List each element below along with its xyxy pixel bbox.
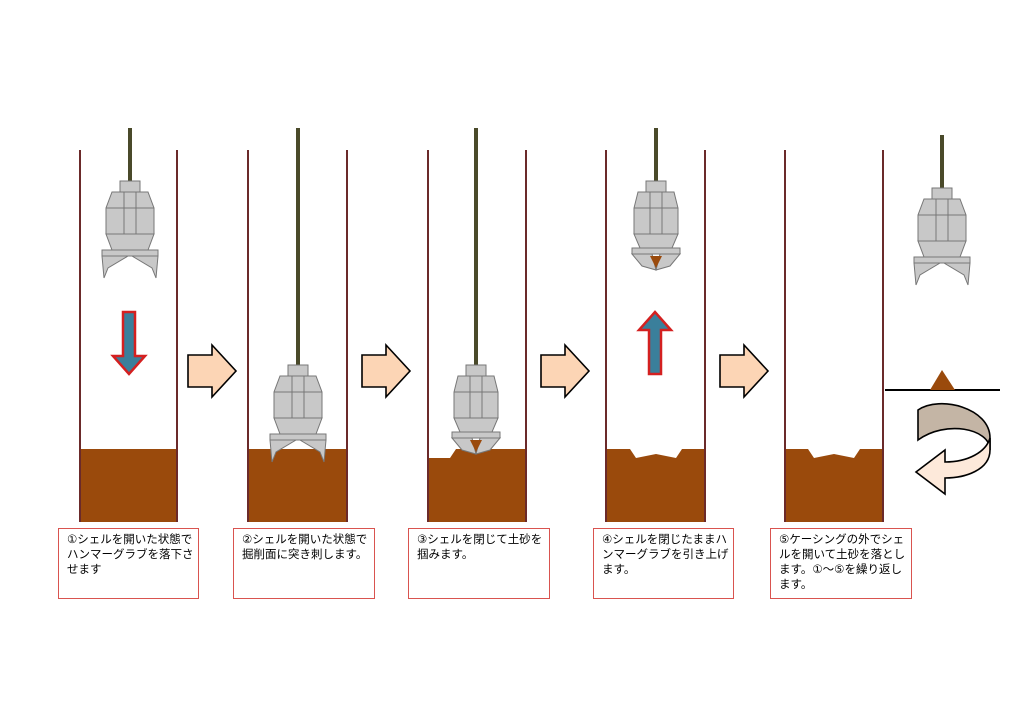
step-2-hammer-grab xyxy=(268,310,328,464)
step-3-hammer-grab xyxy=(450,310,502,456)
step-arrow-3-icon xyxy=(540,344,590,398)
step-4-up-arrow-icon xyxy=(636,310,674,376)
step-1-down-arrow-icon xyxy=(110,310,148,376)
step-4-casing xyxy=(605,150,706,522)
step-5-hammer-grab xyxy=(912,133,972,287)
soil xyxy=(606,449,705,522)
step-4-hammer-grab xyxy=(630,126,682,272)
step-4-caption-text: ④シェルを閉じたままハンマーグラブを引き上げます。 xyxy=(602,532,729,576)
step-1-caption: ①シェルを開いた状態でハンマーグラブを落下させます xyxy=(58,528,199,599)
step-3-casing xyxy=(427,150,527,522)
step-2-caption: ②シェルを開いた状態で掘削面に突き刺します。 xyxy=(233,528,375,599)
step-2-caption-text: ②シェルを開いた状態で掘削面に突き刺します。 xyxy=(242,532,368,561)
step-4-caption: ④シェルを閉じたままハンマーグラブを引き上げます。 xyxy=(593,528,734,599)
step-5-caption: ⑤ケーシングの外でシェルを開いて土砂を落とします。①～⑤を繰り返します。 xyxy=(770,528,912,599)
step-1-casing xyxy=(79,150,178,522)
step-5-casing xyxy=(784,150,884,522)
step-1-caption-text: ①シェルを開いた状態でハンマーグラブを落下させます xyxy=(67,532,194,576)
step-3-caption-text: ③シェルを閉じて土砂を掴みます。 xyxy=(417,532,543,561)
soil xyxy=(248,449,347,522)
step-5-caption-text: ⑤ケーシングの外でシェルを開いて土砂を落とします。①～⑤を繰り返します。 xyxy=(779,532,906,591)
step-arrow-4-icon xyxy=(719,344,769,398)
step-1-hammer-grab xyxy=(100,126,160,280)
step-3-caption: ③シェルを閉じて土砂を掴みます。 xyxy=(408,528,550,599)
soil xyxy=(428,449,526,522)
step-arrow-2-icon xyxy=(361,344,411,398)
dumped-soil-pile xyxy=(930,370,955,390)
soil xyxy=(80,449,177,522)
step-arrow-1-icon xyxy=(187,344,237,398)
return-arrow-icon xyxy=(914,402,991,496)
soil xyxy=(785,449,883,522)
step-2-casing xyxy=(247,150,348,522)
